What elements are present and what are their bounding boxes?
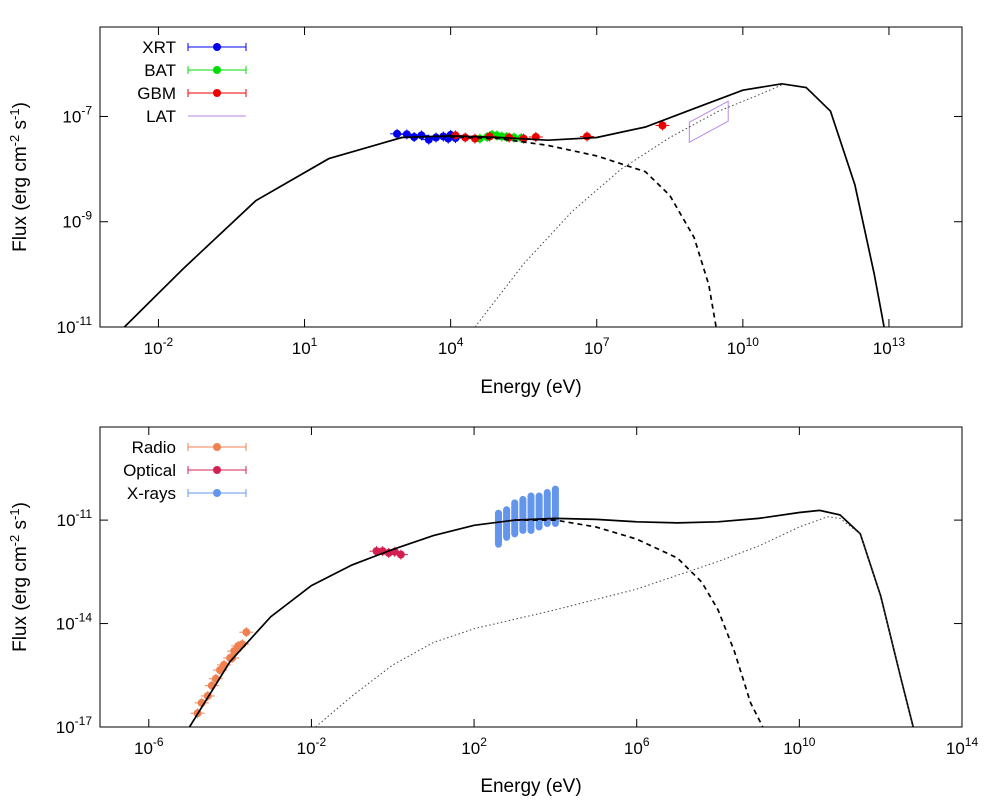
model-curve-dotted	[315, 516, 914, 727]
x-tick-label: 102	[461, 735, 487, 758]
x-tick-label: 10-2	[297, 735, 327, 758]
x-tick-label: 10-2	[144, 335, 174, 358]
legend-marker-gbm	[213, 89, 221, 97]
legend-label-x-rays: X-rays	[127, 484, 176, 503]
legend-marker-bat	[213, 66, 221, 74]
y-tick-label: 10-11	[57, 507, 93, 530]
gbm-point	[583, 132, 592, 141]
legend-label-optical: Optical	[123, 461, 176, 480]
x-tick-label: 107	[584, 335, 610, 358]
xrt-point	[432, 133, 441, 142]
gbm-point	[658, 121, 667, 130]
lat-butterfly	[688, 100, 729, 144]
model-curve-solid	[123, 82, 885, 327]
x-tick-label: 10-6	[134, 735, 164, 758]
clipped-marks	[188, 485, 915, 727]
model-curve-dashed	[514, 519, 764, 727]
top-sed-panel: 10-2 101 104 107 1010 1013 10-7 10-9 10-11 XRT BA…	[7, 26, 963, 398]
x-tick-label: 1014	[946, 735, 979, 758]
model-curve-solid	[188, 509, 915, 727]
top-axis-ticks: 10-2 101 104 107 1010 1013 10-7 10-9 10-11	[57, 27, 962, 358]
legend-label-radio: Radio	[132, 438, 176, 457]
xrt-point	[393, 129, 402, 138]
model-curve-dashed	[440, 135, 717, 327]
legend-marker-optical	[213, 466, 221, 474]
legend-label-bat: BAT	[144, 61, 176, 80]
radio-point	[242, 628, 251, 637]
legend-marker-radio	[213, 443, 221, 451]
y-tick-label: 10-17	[56, 714, 93, 737]
top-x-axis-title: Energy (eV)	[480, 377, 581, 398]
optical-point	[396, 550, 405, 559]
x-tick-label: 1013	[873, 335, 906, 358]
bottom-axis-ticks: 10-6 10-2 102 106 1010 1014 10-11 10-14 10-17	[56, 427, 979, 758]
top-y-axis-title: Flux (erg cm-2 s-1)	[7, 102, 31, 252]
legend-marker-x-rays	[213, 489, 221, 497]
x-tick-label: 104	[438, 335, 464, 358]
xrt-point	[417, 131, 426, 140]
bottom-y-axis-title: Flux (erg cm-2 s-1)	[7, 502, 31, 652]
x-tick-label: 1010	[783, 735, 816, 758]
xrt-point	[402, 130, 411, 139]
x-tick-label: 1010	[727, 335, 760, 358]
bottom-data-marks	[188, 485, 915, 727]
y-tick-label: 10-9	[62, 209, 92, 232]
legend-marker-xrt	[213, 43, 221, 51]
top-data-marks	[123, 82, 885, 327]
clipped-marks	[123, 82, 885, 327]
model-curve-dotted	[474, 84, 782, 327]
x-tick-label: 101	[292, 335, 318, 358]
legend-label-lat: LAT	[146, 107, 176, 126]
legend-label-xrt: XRT	[142, 38, 176, 57]
y-tick-label: 10-14	[56, 611, 93, 634]
legend-label-gbm: GBM	[137, 84, 176, 103]
bottom-sed-panel: 10-6 10-2 102 106 1010 1014 10-11 10-14 10-17 Ra…	[7, 426, 979, 797]
bottom-x-axis-title: Energy (eV)	[480, 776, 581, 797]
y-tick-label: 10-7	[62, 103, 92, 126]
x-tick-label: 106	[624, 735, 650, 758]
y-tick-label: 10-11	[57, 314, 93, 337]
bottom-plot-frame	[99, 426, 963, 728]
top-legend: XRT BAT GBM LAT	[137, 38, 247, 126]
top-plot-frame	[99, 26, 963, 328]
